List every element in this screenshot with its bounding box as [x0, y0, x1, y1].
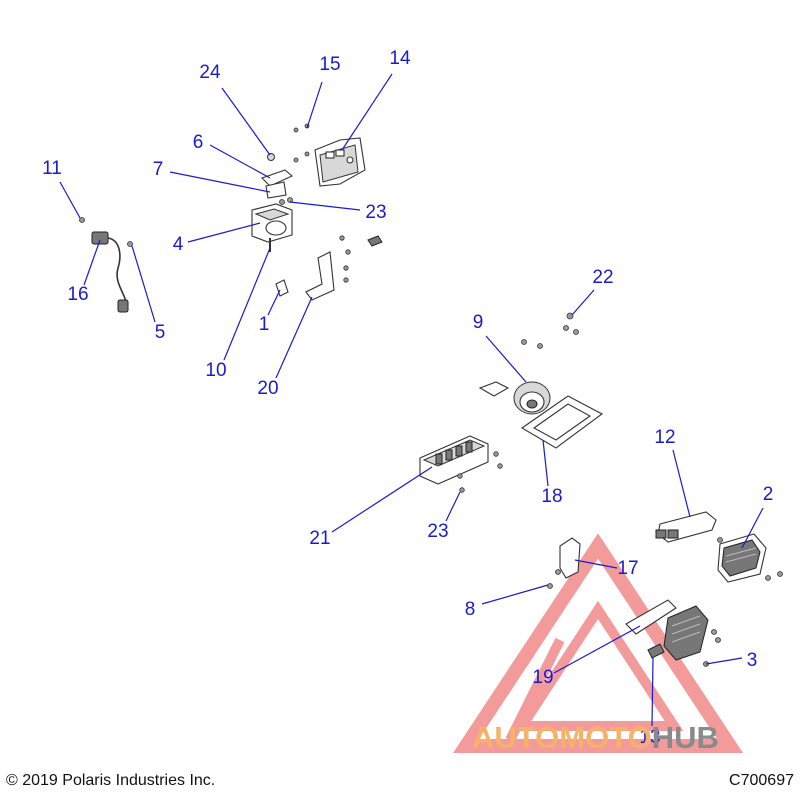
callout-label-6: 6	[193, 132, 204, 153]
callout-label-8: 8	[465, 599, 476, 620]
leader-line-23	[289, 201, 361, 211]
actuator-9	[478, 312, 579, 415]
fuse-box-21	[419, 435, 503, 493]
bracket-6	[260, 169, 294, 187]
callout-label-1: 1	[259, 314, 270, 335]
callout-label-11: 11	[42, 158, 62, 179]
housing-4	[251, 203, 293, 243]
leader-line-16	[83, 239, 101, 286]
callout-label-3: 3	[747, 650, 758, 671]
leader-line-9	[485, 335, 527, 383]
bracket-12	[655, 511, 717, 543]
leader-line-21	[331, 466, 433, 533]
callout-label-5: 5	[155, 322, 166, 343]
leader-line-14	[341, 73, 393, 151]
leader-line-3	[705, 657, 743, 665]
leader-line-7	[169, 171, 271, 193]
ecu-module	[314, 137, 366, 187]
leader-line-15	[306, 81, 323, 129]
leader-line-19	[553, 625, 641, 674]
callout-label-16: 16	[67, 284, 88, 305]
leader-line-11	[59, 181, 81, 219]
callout-label-13: 13	[639, 727, 660, 748]
bracket-17	[547, 537, 581, 589]
callout-label-19: 19	[532, 667, 553, 688]
leader-line-20	[275, 296, 313, 379]
callout-labels: 24 15 14 6 7 23 4 11 16 5 1 10 20 22 9 12 2 18 21 23 17 8 19 3 1…	[42, 48, 773, 748]
leader-line-6	[209, 144, 271, 179]
bracket-20	[305, 235, 351, 301]
callout-label-18: 18	[541, 486, 562, 507]
regulator-finned	[663, 605, 721, 667]
nut-24	[267, 153, 275, 161]
callout-label-14: 14	[389, 48, 411, 69]
relay-7	[265, 181, 293, 205]
leader-line-4	[187, 222, 261, 243]
callout-label-4: 4	[173, 234, 184, 255]
callout-label-2: 2	[763, 484, 774, 505]
leader-line-22	[571, 289, 595, 316]
leader-line-2	[741, 507, 764, 549]
leader-line-12	[672, 449, 691, 518]
leader-line-1	[267, 289, 281, 316]
watermark-part-1: AUTOMOTO	[472, 720, 652, 755]
callout-label-21: 21	[309, 528, 330, 549]
regulator-2	[717, 533, 783, 583]
leader-line-5	[131, 245, 156, 323]
callout-label-23: 23	[365, 202, 386, 223]
callout-label-17: 17	[617, 558, 638, 579]
screws-15	[293, 123, 310, 163]
connector-small	[367, 235, 383, 247]
diagram-code: C700697	[729, 772, 794, 789]
watermark-part-2: HUB	[652, 720, 719, 755]
callout-label-10: 10	[205, 360, 226, 381]
leader-line-23	[445, 491, 461, 522]
copyright-text: © 2019 Polaris Industries Inc.	[6, 772, 215, 789]
callout-label-20: 20	[257, 378, 278, 399]
callout-label-7: 7	[153, 159, 164, 180]
leader-line-10	[223, 247, 271, 361]
watermark-text: AUTOMOTOHUB	[472, 720, 719, 755]
callout-label-15: 15	[319, 54, 340, 75]
leader-line-17	[574, 559, 618, 569]
sensor-16	[79, 217, 133, 313]
leader-line-8	[481, 584, 549, 605]
callout-label-22: 22	[592, 267, 613, 288]
leader-lines	[59, 73, 764, 727]
gasket-plate-18	[520, 395, 604, 449]
callout-label-24: 24	[199, 62, 221, 83]
leader-line-24	[221, 87, 271, 156]
leader-line-13	[651, 657, 654, 727]
callout-label-12: 12	[654, 427, 675, 448]
leader-line-18	[542, 439, 549, 487]
callout-label-23: 23	[427, 521, 448, 542]
callout-label-9: 9	[473, 312, 484, 333]
